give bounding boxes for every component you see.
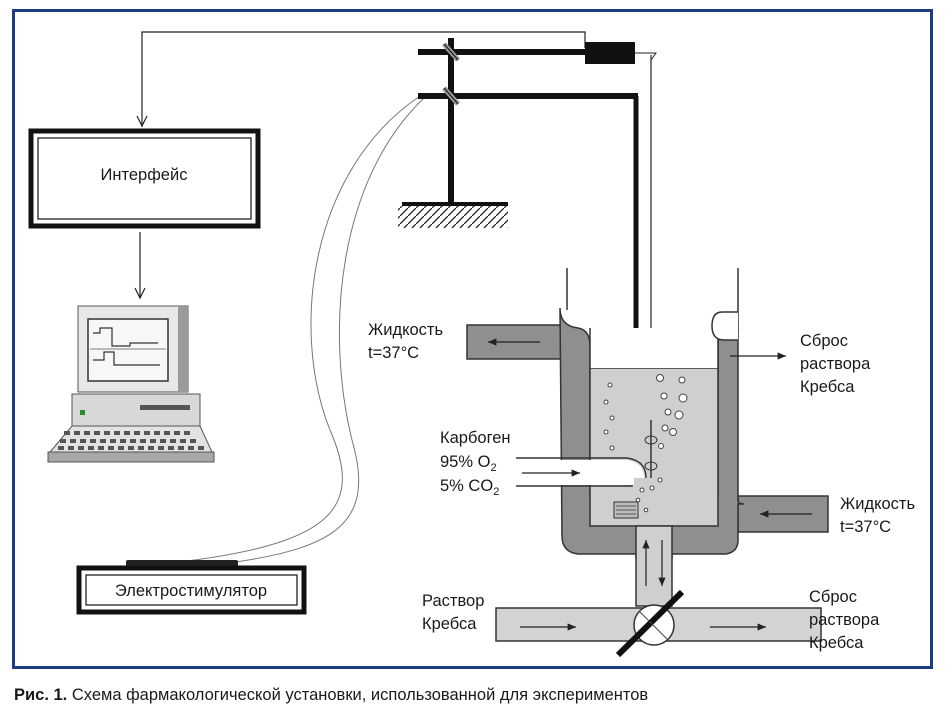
drain-bottom-label-1: Сброс xyxy=(809,588,857,606)
signal-wire xyxy=(141,31,586,127)
krebs-inlet-label-1: Раствор xyxy=(422,592,484,610)
arrow-to-interface xyxy=(136,115,148,128)
fluid-outlet-right-label-2: t=37°C xyxy=(840,518,891,536)
figure-caption: Рис. 1. Схема фармакологической установк… xyxy=(14,686,648,705)
stimulator-wire-1 xyxy=(169,95,421,564)
fluid-outlet-right-label-1: Жидкость xyxy=(840,495,915,513)
computer-icon xyxy=(47,305,215,463)
drain-top-label-3: Кребса xyxy=(800,378,855,396)
stimulator-box xyxy=(76,560,307,615)
interface-box xyxy=(28,128,261,229)
fluid-inlet-left-label-2: t=37°C xyxy=(368,344,419,362)
drain-bottom-label-3: Кребса xyxy=(809,634,864,652)
drain-top-label-1: Сброс xyxy=(800,332,848,350)
stimulator-wire-2 xyxy=(227,97,425,564)
carbogen-co2-label: 5% CO2 xyxy=(440,477,499,498)
carbogen-label: Карбоген xyxy=(440,429,511,447)
carbogen-o2-label: 95% O2 xyxy=(440,453,497,474)
fluid-inlet-left-label-1: Жидкость xyxy=(368,321,443,339)
organ-bath xyxy=(466,268,829,658)
drain-top-label-2: раствора xyxy=(800,355,871,373)
caption-prefix: Рис. 1. xyxy=(14,686,68,704)
krebs-inlet-label-2: Кребса xyxy=(422,615,477,633)
interface-label: Интерфейс xyxy=(101,166,188,184)
caption-text: Схема фармакологической установки, испол… xyxy=(67,686,649,704)
arrow-to-computer xyxy=(134,287,146,300)
drain-bottom-label-2: раствора xyxy=(809,611,880,629)
stimulator-label: Электростимулятор xyxy=(115,582,267,600)
flow-arrows xyxy=(488,338,812,631)
